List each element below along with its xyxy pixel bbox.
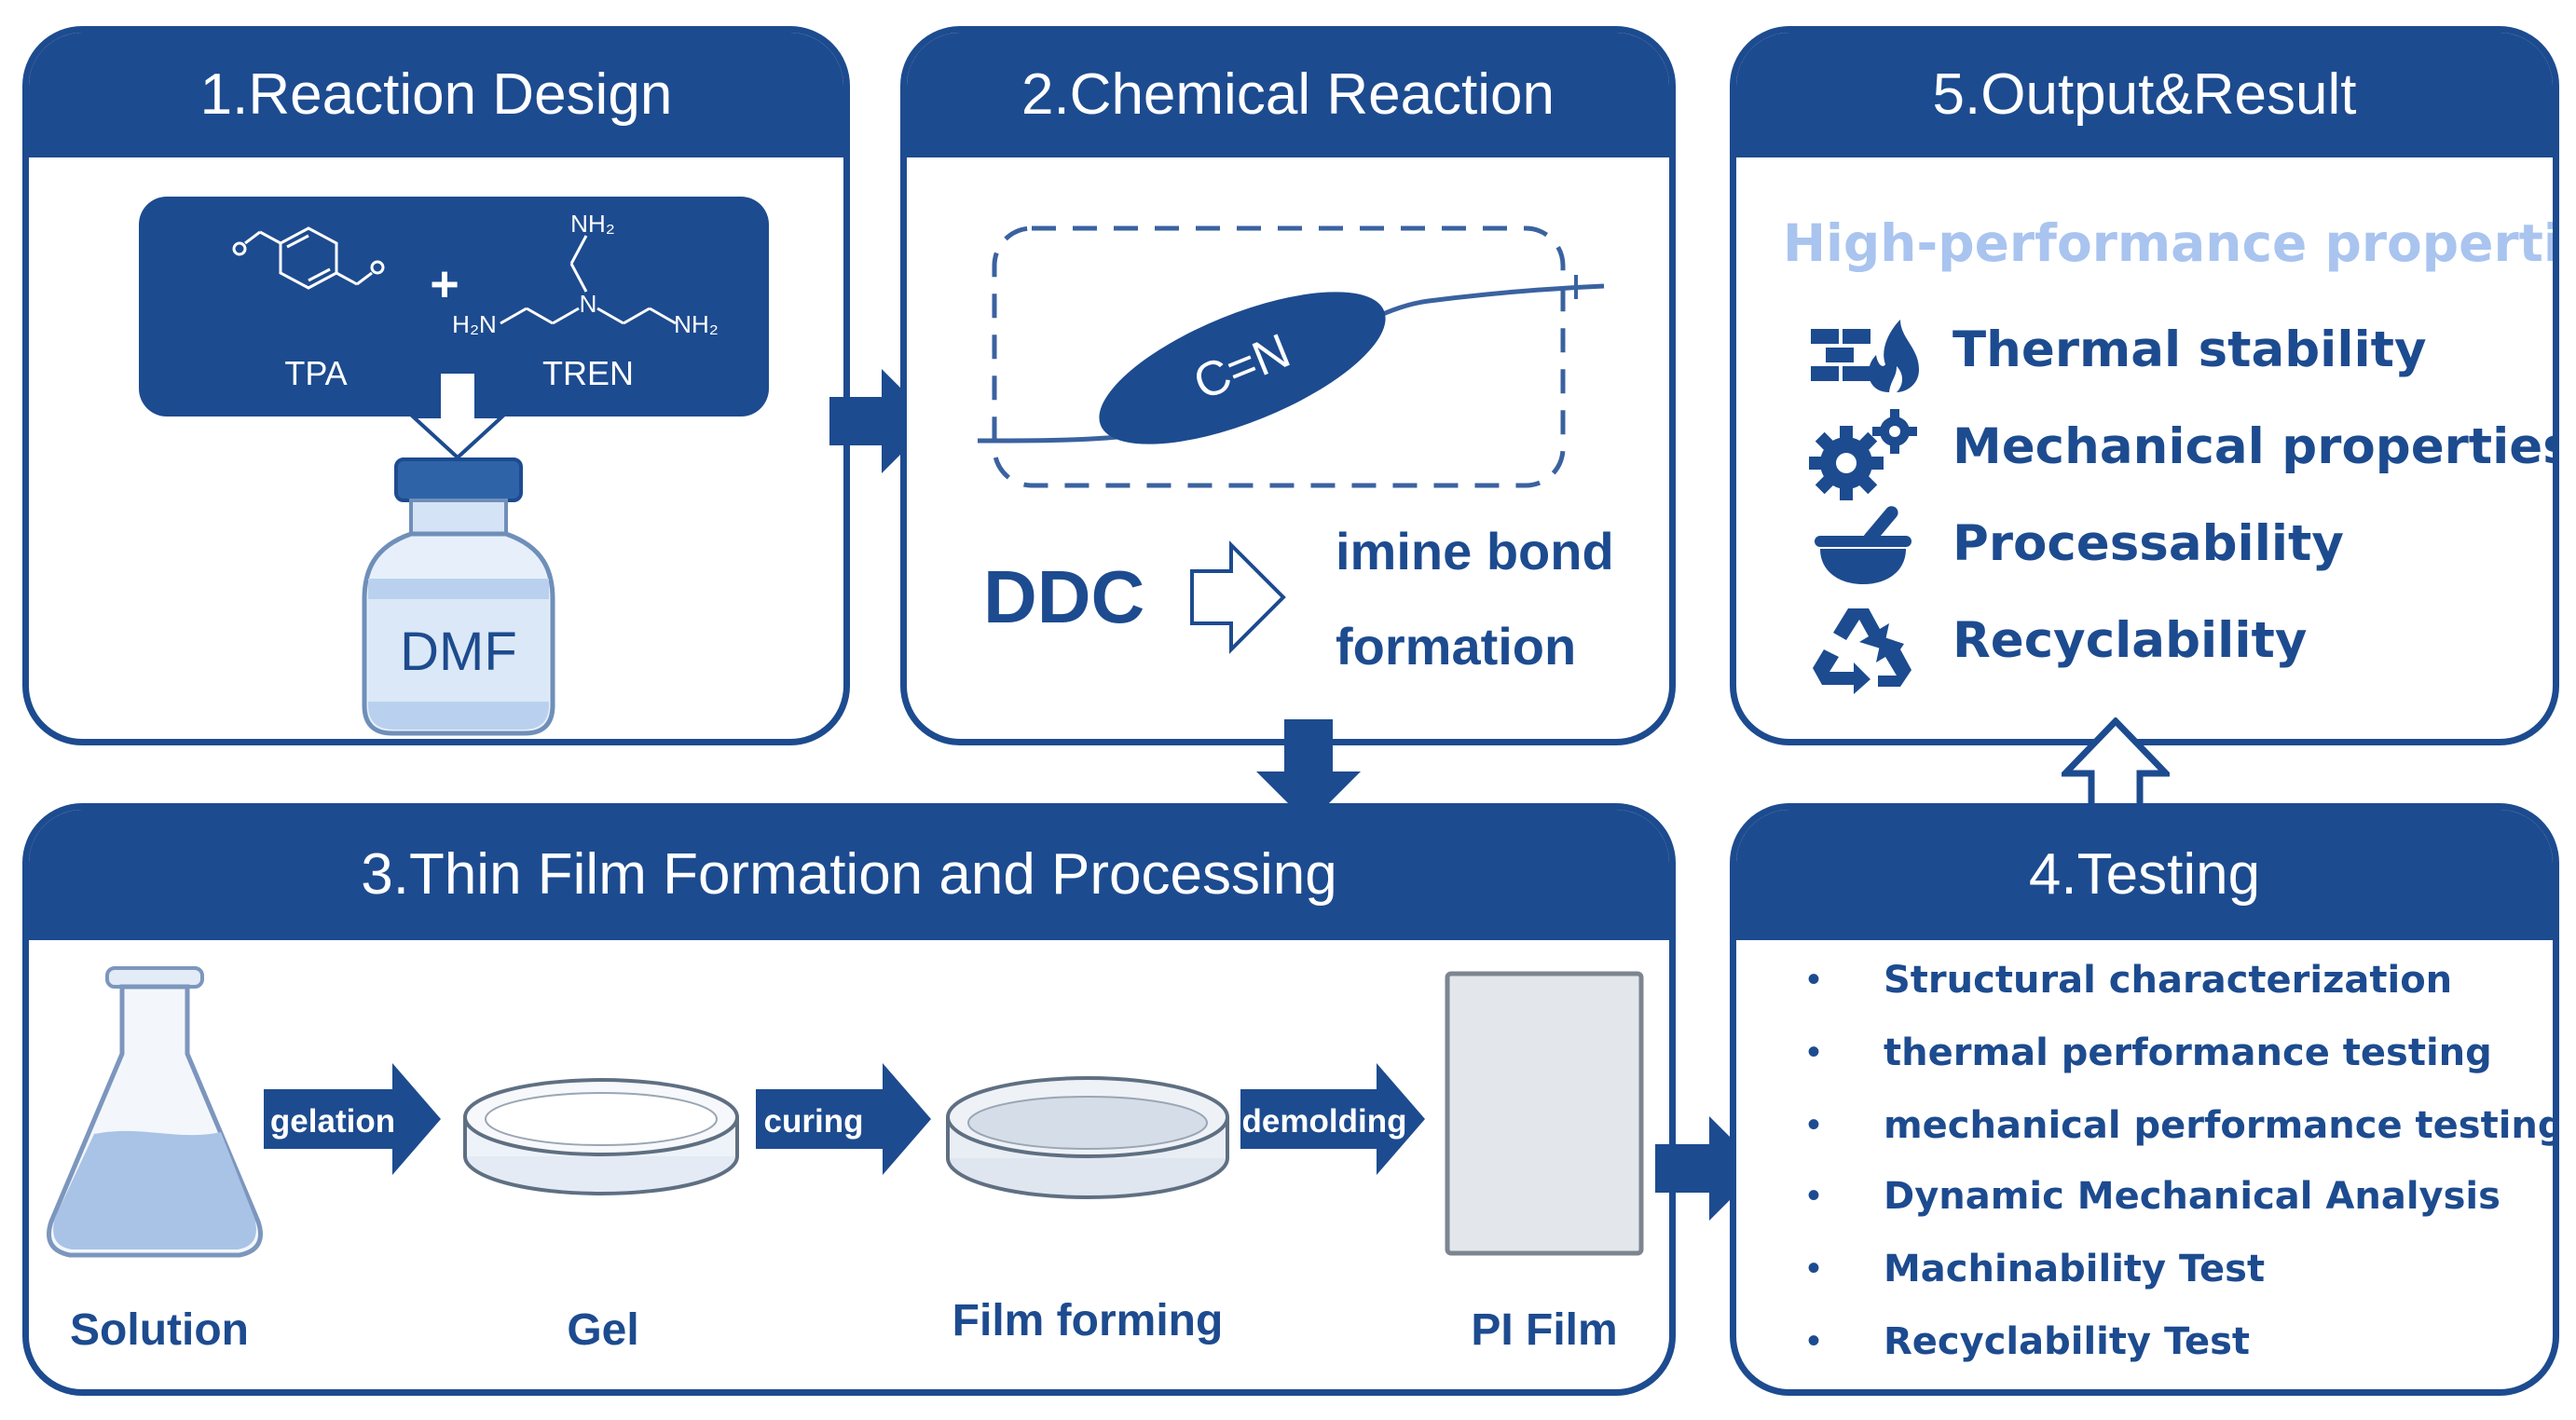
bullet-icon: •	[1807, 1320, 1821, 1361]
tren-nh2-right: NH₂	[674, 310, 719, 338]
plus-sign: +	[430, 256, 459, 312]
down-hollow-arrow	[407, 370, 508, 460]
tren-structure	[500, 235, 677, 325]
bullet-icon: •	[1807, 1031, 1821, 1072]
tren-n: N	[580, 290, 597, 318]
property-recyclability: Recyclability	[1953, 612, 2308, 669]
test-item: thermal performance testing	[1884, 1031, 2492, 1074]
test-item: mechanical performance testing	[1884, 1104, 2559, 1147]
tpa-structure	[232, 226, 385, 290]
panel-title: 1.Reaction Design	[29, 33, 843, 157]
gelation-arrow	[264, 1063, 441, 1175]
curing-arrow	[756, 1063, 931, 1175]
cn-bond-ellipse	[1099, 292, 1386, 444]
bond-schematic: C=N	[977, 225, 1605, 654]
step-pi-film: PI Film	[1471, 1305, 1617, 1355]
demolding-arrow	[1240, 1063, 1425, 1175]
gears-icon	[1809, 409, 1917, 500]
gel-dish-icon	[463, 1078, 739, 1195]
ddc-hollow-arrow	[1190, 540, 1286, 654]
property-mechanical: Mechanical properties	[1953, 418, 2559, 475]
panel-chemical-reaction: 2.Chemical Reaction C=N DDC imine bond f…	[900, 26, 1676, 745]
reaction-design-graphic: + N NH₂ H₂N NH₂ TPA TREN DMF	[139, 197, 769, 736]
panel-title: 4.Testing	[1736, 810, 2553, 940]
mortar-pestle-icon	[1815, 506, 1911, 584]
pi-film-sheet	[1445, 971, 1644, 1256]
dmf-bottle-icon	[362, 457, 555, 736]
transition-demolding: demolding	[1242, 1103, 1407, 1140]
imine-bond-label: imine bond	[1336, 522, 1614, 580]
panel-title: 5.Output&Result	[1736, 33, 2553, 157]
panel-output-result: 5.Output&Result High-performance propert…	[1730, 26, 2559, 745]
formation-label: formation	[1336, 617, 1577, 676]
tren-h2n-left: H₂N	[452, 310, 497, 338]
testing-list: • Structural characterization • thermal …	[1736, 959, 2553, 1387]
bullet-icon: •	[1807, 1104, 1821, 1145]
ddc-label: DDC	[983, 555, 1145, 638]
test-item: Recyclability Test	[1884, 1320, 2251, 1363]
film-process-graphic: Solution gelation Gel curing Film formin…	[47, 966, 1644, 1355]
step-film-forming: Film forming	[952, 1296, 1224, 1345]
film-dish-icon	[946, 1076, 1229, 1199]
down-arrow-2-to-3	[1256, 719, 1361, 824]
tren-nh2-top: NH₂	[570, 210, 615, 238]
panel-reaction-design: 1.Reaction Design + N	[22, 26, 850, 745]
dashed-reaction-box	[992, 225, 1566, 488]
recycle-icon	[1813, 608, 1911, 694]
test-item: Structural characterization	[1884, 959, 2453, 1002]
tren-label: TREN	[542, 354, 634, 392]
brick-flame-icon	[1811, 320, 1919, 392]
step-solution: Solution	[70, 1305, 249, 1355]
transition-curing: curing	[764, 1103, 864, 1140]
bullet-icon: •	[1807, 959, 1821, 1000]
transition-gelation: gelation	[270, 1103, 395, 1140]
step-gel: Gel	[567, 1305, 638, 1355]
test-item: Machinability Test	[1884, 1248, 2266, 1290]
bullet-icon: •	[1807, 1248, 1821, 1289]
test-item: Dynamic Mechanical Analysis	[1884, 1175, 2501, 1218]
bullet-icon: •	[1807, 1175, 1821, 1216]
property-thermal-stability: Thermal stability	[1953, 321, 2427, 378]
reactants-box	[139, 197, 769, 416]
panel-testing: 4.Testing • Structural characterization …	[1730, 803, 2559, 1396]
tpa-label: TPA	[284, 354, 347, 392]
properties-subtitle: High-performance properties	[1783, 213, 2559, 273]
panel-film-formation: 3.Thin Film Formation and Processing Sol…	[22, 803, 1676, 1396]
flask-icon	[47, 966, 263, 1258]
panel-title: 2.Chemical Reaction	[907, 33, 1669, 157]
property-processability: Processability	[1953, 515, 2344, 572]
dmf-label: DMF	[400, 621, 517, 682]
panel-title: 3.Thin Film Formation and Processing	[29, 810, 1669, 940]
